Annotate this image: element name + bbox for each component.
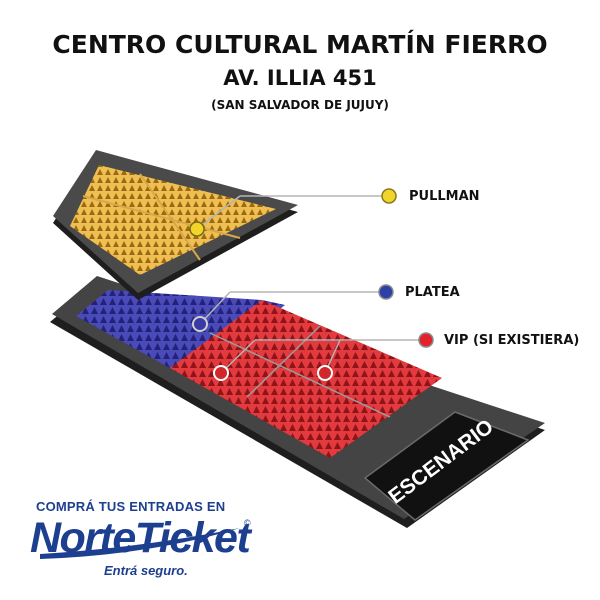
brand-slogan: Entrá seguro. <box>104 563 188 578</box>
pullman-leader <box>196 195 241 230</box>
callouts <box>189 195 424 381</box>
aisle-line <box>209 332 391 418</box>
legend-label-pullman: PULLMAN <box>409 189 480 204</box>
brand-swoosh <box>40 528 240 559</box>
pullman-marker <box>189 221 205 237</box>
main-floor: ESCENARIO <box>50 276 545 528</box>
legend-dot-vip <box>418 332 434 348</box>
legend-label-vip: VIP (SI EXISTIERA) <box>444 333 580 348</box>
vip-marker-1 <box>213 365 229 381</box>
platea-section <box>76 290 262 368</box>
pullman-aisle-2 <box>82 195 241 239</box>
stage-area <box>363 411 530 521</box>
brand-tagline: COMPRÁ TUS ENTRADAS EN <box>36 499 226 514</box>
brand-copyright-mark: © <box>244 518 251 528</box>
venue-city: (SAN SALVADOR DE JUJUY) <box>211 98 389 112</box>
legend-label-platea: PLATEA <box>405 285 460 300</box>
legend-dot-pullman <box>381 188 397 204</box>
vip-marker-2 <box>317 365 333 381</box>
aisle-line-2 <box>246 325 321 398</box>
vip-section <box>170 300 442 458</box>
brand-logo[interactable]: NorteTicket <box>30 514 251 562</box>
venue-address: AV. ILLIA 451 <box>223 66 377 90</box>
pullman-balcony <box>53 150 298 300</box>
venue-title: CENTRO CULTURAL MARTÍN FIERRO <box>52 30 548 59</box>
legend-dot-platea <box>378 284 394 300</box>
pullman-aisle <box>139 173 201 261</box>
platea-marker <box>192 316 208 332</box>
